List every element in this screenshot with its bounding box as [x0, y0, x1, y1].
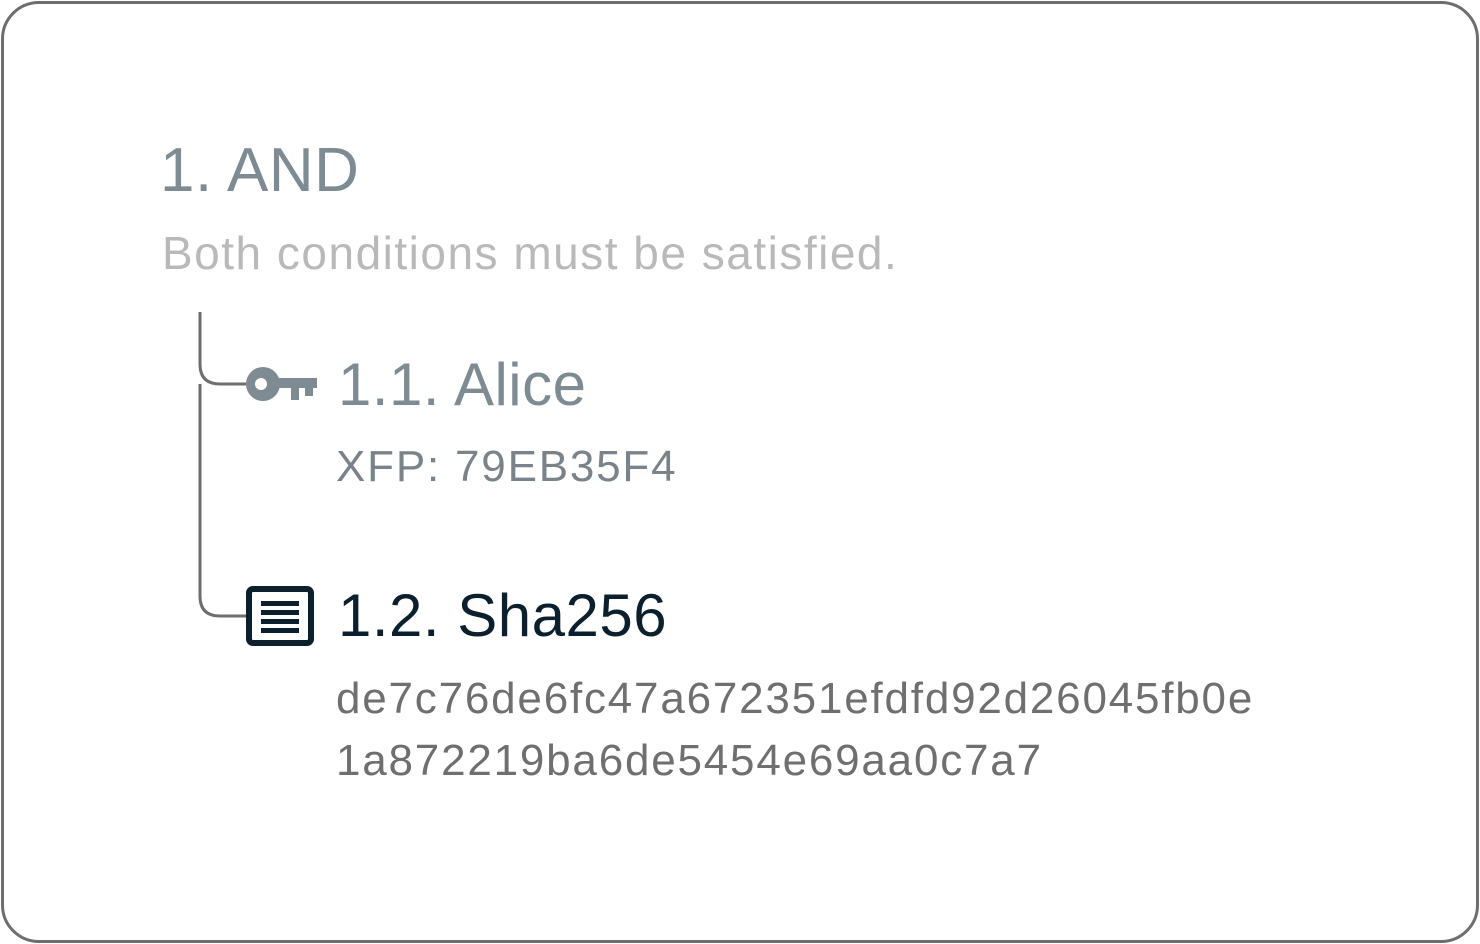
condition-detail-hash: de7c76de6fc47a672351efdfd92d26045fb0e 1a…: [336, 668, 1254, 792]
condition-title-sha256: 1.2. Sha256: [338, 582, 668, 649]
policy-title: 1. AND: [160, 136, 360, 205]
condition-title-alice: 1.1. Alice: [338, 351, 587, 418]
hash-line-1: de7c76de6fc47a672351efdfd92d26045fb0e: [336, 674, 1255, 723]
key-icon: [243, 364, 317, 404]
hash-line-2: 1a872219ba6de5454e69aa0c7a7: [336, 736, 1043, 785]
document-icon: [246, 586, 314, 646]
condition-detail-xfp: XFP: 79EB35F4: [336, 442, 678, 491]
policy-subtitle: Both conditions must be satisfied.: [162, 227, 899, 279]
